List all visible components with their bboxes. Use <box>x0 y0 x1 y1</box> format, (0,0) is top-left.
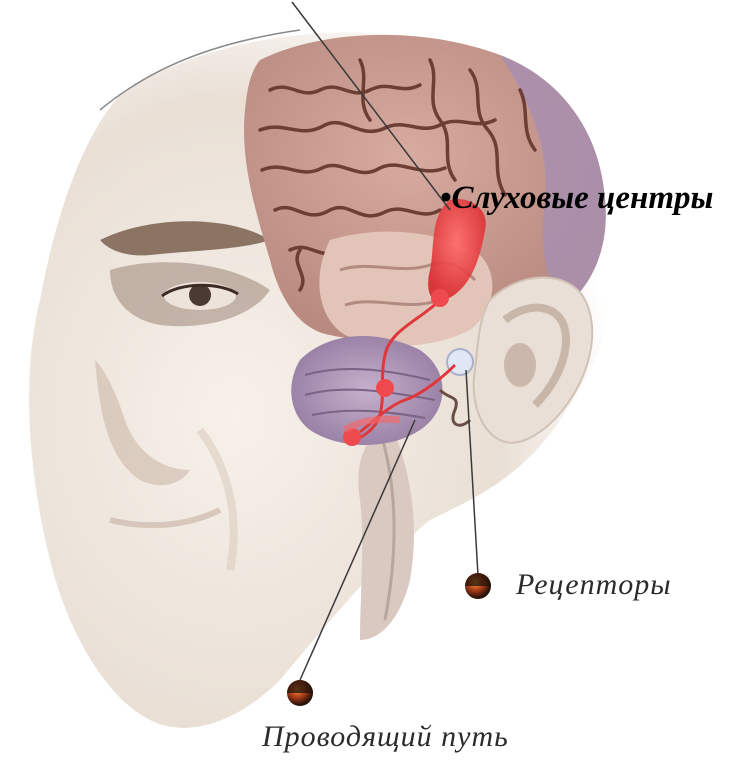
label-receptors: Рецепторы <box>516 568 672 602</box>
pointer-ball-receptors-icon <box>465 573 491 599</box>
pointer-ball-path-icon <box>287 680 313 706</box>
cochlea <box>447 349 473 375</box>
label-auditory-centers: •Слуховые центры <box>440 180 713 217</box>
label-conducting-path: Проводящий путь <box>262 720 509 754</box>
pupil <box>189 284 211 306</box>
ear-canal <box>504 343 536 387</box>
